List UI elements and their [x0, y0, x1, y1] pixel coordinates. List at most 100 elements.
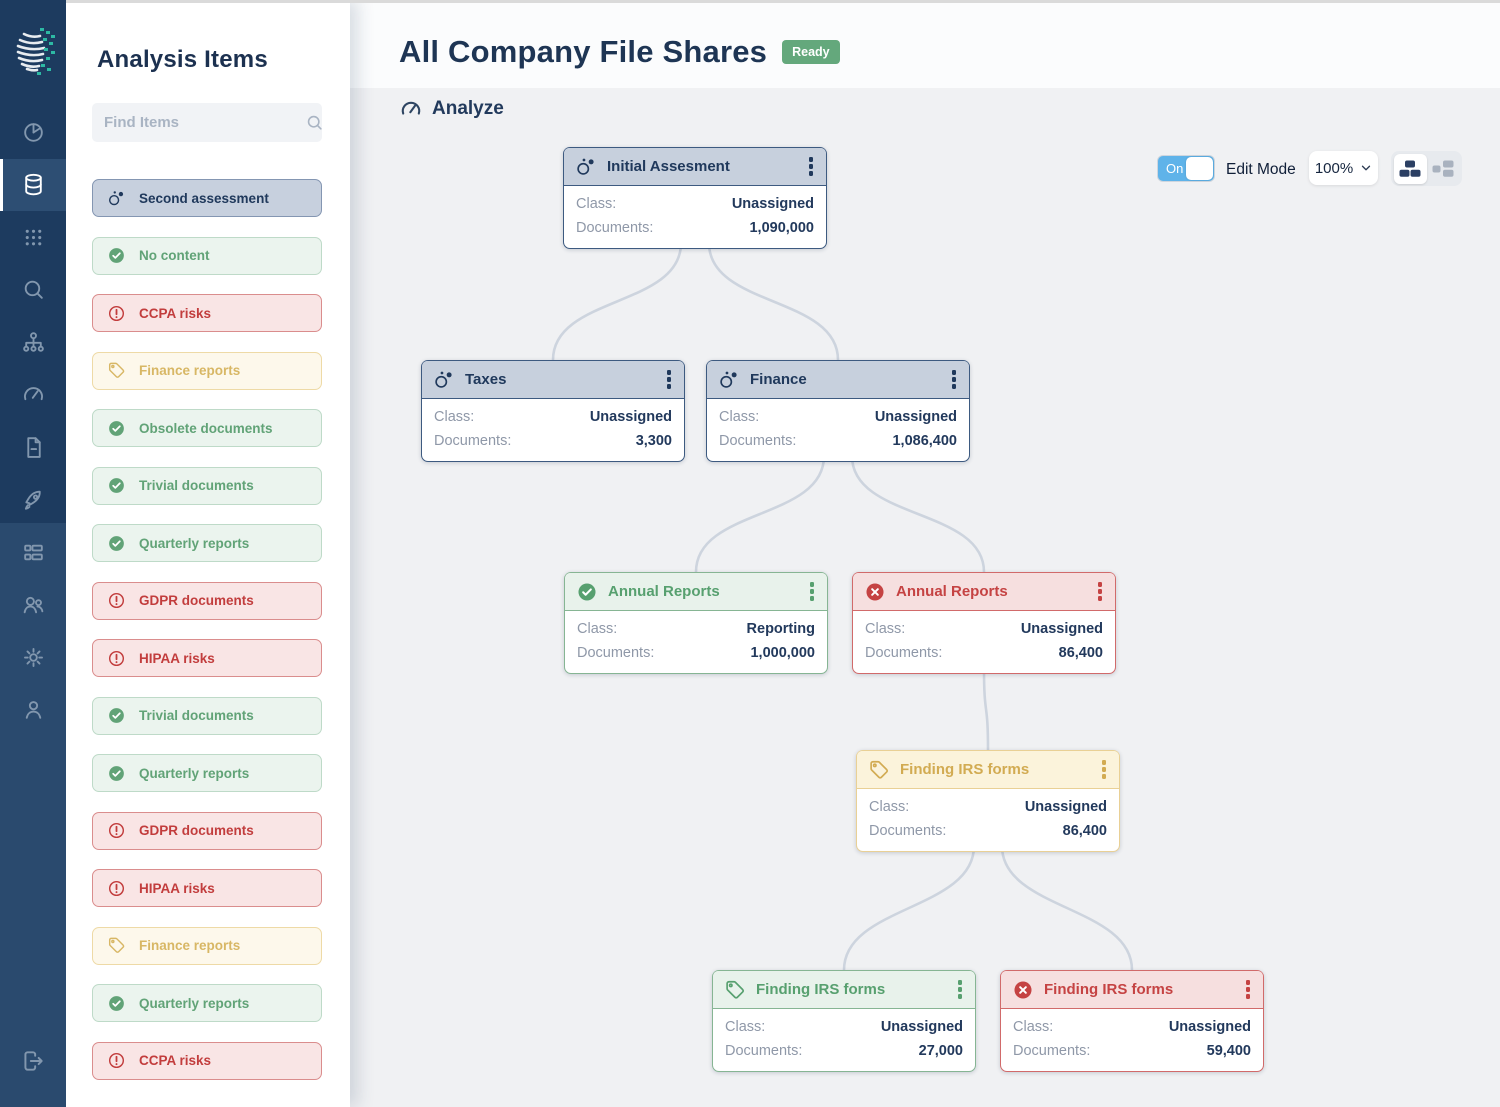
status-badge: Ready [782, 40, 840, 64]
node-menu-button[interactable] [1100, 757, 1109, 782]
node-field-label: Class: [869, 799, 910, 815]
node-class-value: Unassigned [589, 409, 672, 425]
node-menu-button[interactable] [807, 154, 816, 179]
settings-icon [21, 645, 46, 670]
node-documents-value: 59,400 [1206, 1043, 1251, 1059]
analysis-item-label: Trivial documents [139, 478, 254, 493]
alert-icon [107, 591, 126, 610]
analysis-item[interactable]: Trivial documents [92, 466, 322, 505]
tag-icon [868, 759, 890, 781]
zoom-value: 100% [1314, 159, 1354, 177]
node-header: Finding IRS forms [713, 971, 975, 1009]
edit-mode-toggle[interactable]: On [1157, 155, 1215, 182]
analysis-item[interactable]: CCPA risks [92, 294, 322, 332]
analysis-item[interactable]: No content [92, 236, 322, 275]
node-documents-value: 27,000 [918, 1043, 963, 1059]
rail-item-document[interactable] [0, 421, 66, 474]
node-menu-button[interactable] [956, 977, 965, 1002]
analysis-item[interactable]: GDPR documents [92, 581, 322, 620]
rail-item-rocket[interactable] [0, 474, 66, 527]
tag-icon [107, 936, 126, 955]
node-menu-button[interactable] [1096, 579, 1105, 604]
alert-icon [107, 1051, 126, 1070]
node-header: Finance [707, 361, 969, 399]
node-class-value: Unassigned [1024, 799, 1107, 815]
node-menu-button[interactable] [808, 579, 817, 604]
node-documents-value: 86,400 [1058, 645, 1103, 661]
analysis-item-label: No content [139, 248, 210, 263]
rail-item-grid-apps[interactable] [0, 211, 66, 264]
node-field-label: Class: [577, 621, 618, 637]
brand-logo [10, 22, 56, 80]
node-field-label: Documents: [725, 1043, 803, 1059]
analysis-item[interactable]: GDPR documents [92, 811, 322, 850]
analysis-item-label: Obsolete documents [139, 420, 273, 436]
analysis-item[interactable]: Quarterly reports [92, 984, 322, 1022]
node-header: Annual Reports [853, 573, 1115, 611]
analysis-item[interactable]: Quarterly reports [92, 524, 322, 562]
rail-item-hierarchy[interactable] [0, 316, 66, 369]
node-header: Finding IRS forms [857, 751, 1119, 789]
analysis-item[interactable]: Finance reports [92, 351, 322, 390]
zoom-select[interactable]: 100% [1309, 151, 1378, 185]
alert-icon [107, 879, 126, 898]
node-field-label: Documents: [1013, 1043, 1091, 1059]
check-icon [576, 581, 598, 603]
analysis-item-label: CCPA risks [139, 1053, 212, 1068]
gauge-icon [399, 97, 423, 121]
rail-item-search[interactable] [0, 264, 66, 317]
rocket-icon [21, 487, 46, 512]
panel-title: Analysis Items [97, 46, 268, 73]
vertical-layout-icon [1399, 160, 1421, 178]
rail-item-gauge[interactable] [0, 369, 66, 422]
analysis-item[interactable]: HIPAA risks [92, 869, 322, 907]
node-title: Finance [750, 371, 807, 388]
vertical-layout-button[interactable] [1393, 153, 1427, 184]
node-documents-value: 3,300 [635, 433, 672, 449]
rail-item-database[interactable] [0, 158, 66, 211]
analysis-item[interactable]: Quarterly reports [92, 754, 322, 792]
rail-nav [0, 106, 66, 736]
node-menu-button[interactable] [950, 367, 959, 392]
node-class-value: Unassigned [880, 1019, 963, 1035]
analysis-item-label: GDPR documents [139, 593, 254, 608]
rail-item-users[interactable] [0, 579, 66, 632]
analysis-item[interactable]: Trivial documents [92, 696, 322, 735]
horizontal-layout-button[interactable] [1427, 154, 1460, 184]
cluster-icon [575, 156, 597, 178]
search-input[interactable] [104, 114, 305, 131]
node-menu-button[interactable] [665, 367, 674, 392]
rail-item-user[interactable] [0, 684, 66, 737]
node-menu-button[interactable] [1244, 977, 1253, 1002]
page-title: All Company File Shares [399, 34, 768, 69]
node-documents-value: 1,086,400 [892, 433, 957, 449]
find-items-search[interactable] [92, 103, 322, 142]
logout-button[interactable] [0, 1037, 66, 1085]
node-documents-value: 86,400 [1062, 823, 1107, 839]
node-documents-value: 1,090,000 [749, 220, 814, 236]
analysis-item[interactable]: Finance reports [92, 926, 322, 965]
analysis-item-label: CCPA risks [139, 305, 212, 321]
analysis-item[interactable]: Second assessment [92, 179, 322, 217]
analysis-item-label: GDPR documents [139, 823, 254, 838]
check-icon [107, 246, 126, 265]
analysis-item[interactable]: Obsolete documents [92, 409, 322, 447]
analysis-item[interactable]: HIPAA risks [92, 639, 322, 677]
toggle-thumb [1186, 157, 1213, 180]
toggle-on-label: On [1166, 161, 1184, 176]
rail-item-dashboard[interactable] [0, 526, 66, 579]
rail-item-pie-chart[interactable] [0, 106, 66, 159]
rail-item-settings[interactable] [0, 631, 66, 684]
analysis-item[interactable]: CCPA risks [92, 1041, 322, 1080]
